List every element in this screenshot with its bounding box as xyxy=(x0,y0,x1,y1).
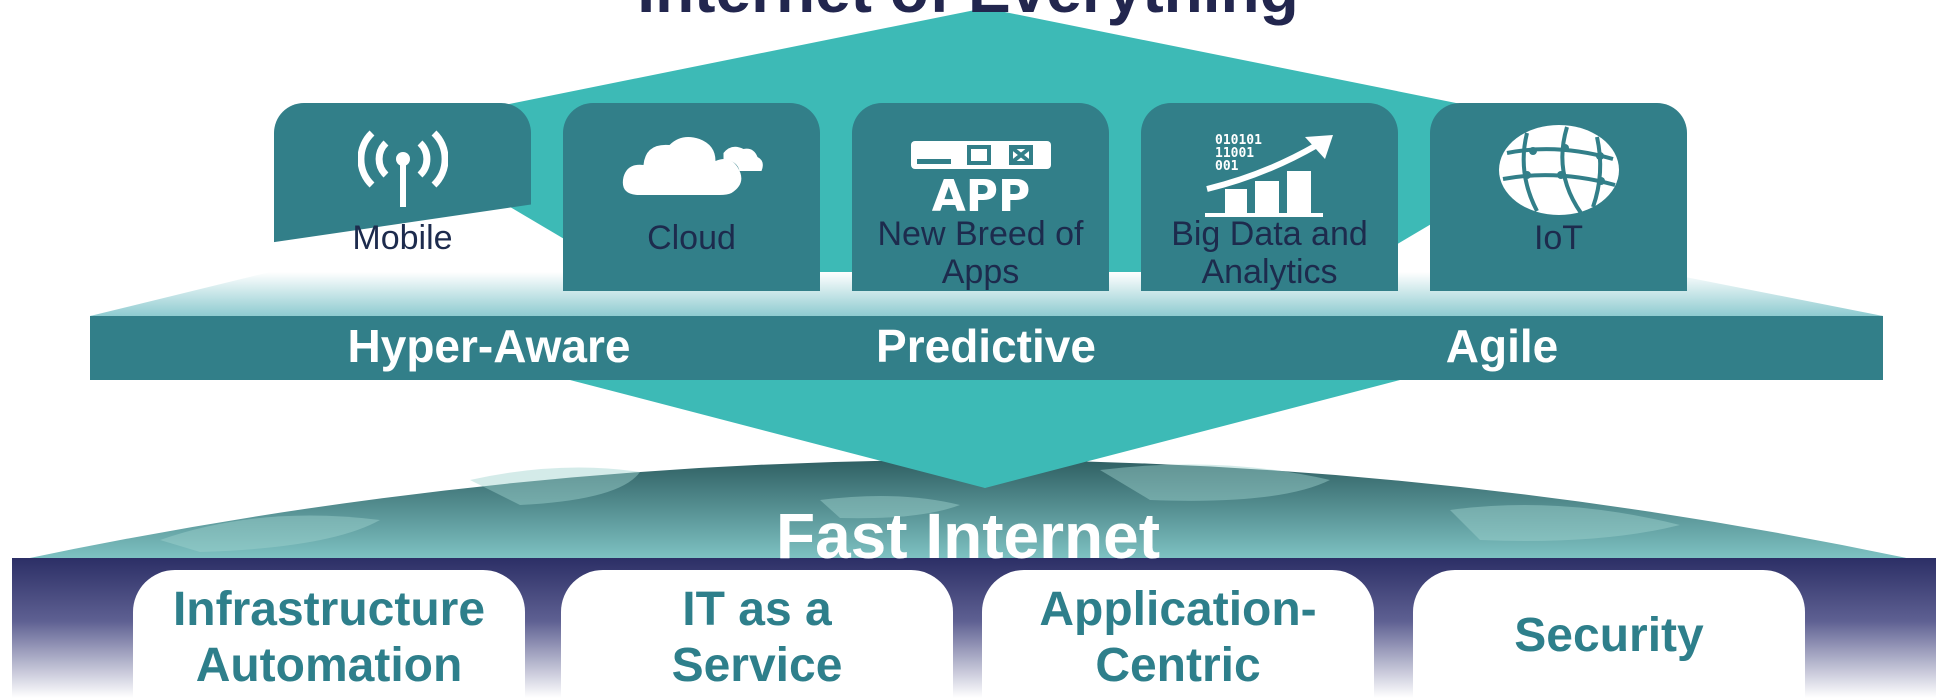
tile-label-cloud: Cloud xyxy=(647,219,736,257)
tile-mobile-content: Mobile xyxy=(274,103,531,291)
cloud-icon xyxy=(622,137,763,195)
svg-text:11001: 11001 xyxy=(1215,146,1254,161)
tile-label-mobile: Mobile xyxy=(352,219,453,257)
card-label-application: Application-Centric xyxy=(1039,583,1317,692)
tile-apps: APP New Breed of Apps xyxy=(852,103,1109,291)
earth-horizon xyxy=(20,460,1916,560)
tile-cloud: Cloud xyxy=(563,103,820,291)
aware-band xyxy=(90,316,1883,380)
app-icon: APP xyxy=(910,141,1051,213)
tile-analytics: 010101 11001 001 Big Data and Analytics xyxy=(1141,103,1398,291)
card-itaas: IT as a Service xyxy=(561,570,953,698)
tile-label-iot: IoT xyxy=(1533,219,1584,257)
svg-text:010101: 010101 xyxy=(1215,133,1262,148)
analytics-icon: 010101 11001 001 xyxy=(1204,133,1333,217)
band-label-predictive: Predictive xyxy=(876,320,1096,372)
antenna-icon xyxy=(357,130,448,207)
page-title: Internet of Everything xyxy=(0,0,1936,22)
tile-label-analytics: Big Data and Analytics xyxy=(1171,215,1368,291)
card-security: Security xyxy=(1413,570,1805,698)
fast-internet-label: Fast Internet xyxy=(775,500,1161,572)
card-infrastructure: Infrastructure Automation xyxy=(133,570,525,698)
svg-text:001: 001 xyxy=(1215,159,1239,174)
tile-label-apps: New Breed of Apps xyxy=(877,215,1084,291)
band-label-hyper-aware: Hyper-Aware xyxy=(347,320,631,372)
earth-landmass xyxy=(160,464,1680,552)
tile-iot: IoT xyxy=(1430,103,1687,291)
band-label-agile: Agile xyxy=(1445,320,1559,372)
svg-text:APP: APP xyxy=(931,171,1030,213)
card-label-itaas: IT as a Service xyxy=(671,583,843,692)
card-label-infrastructure: Infrastructure Automation xyxy=(172,583,486,692)
globe-icon xyxy=(1498,125,1619,215)
card-label-security: Security xyxy=(1514,609,1704,662)
card-application: Application-Centric xyxy=(982,570,1374,698)
